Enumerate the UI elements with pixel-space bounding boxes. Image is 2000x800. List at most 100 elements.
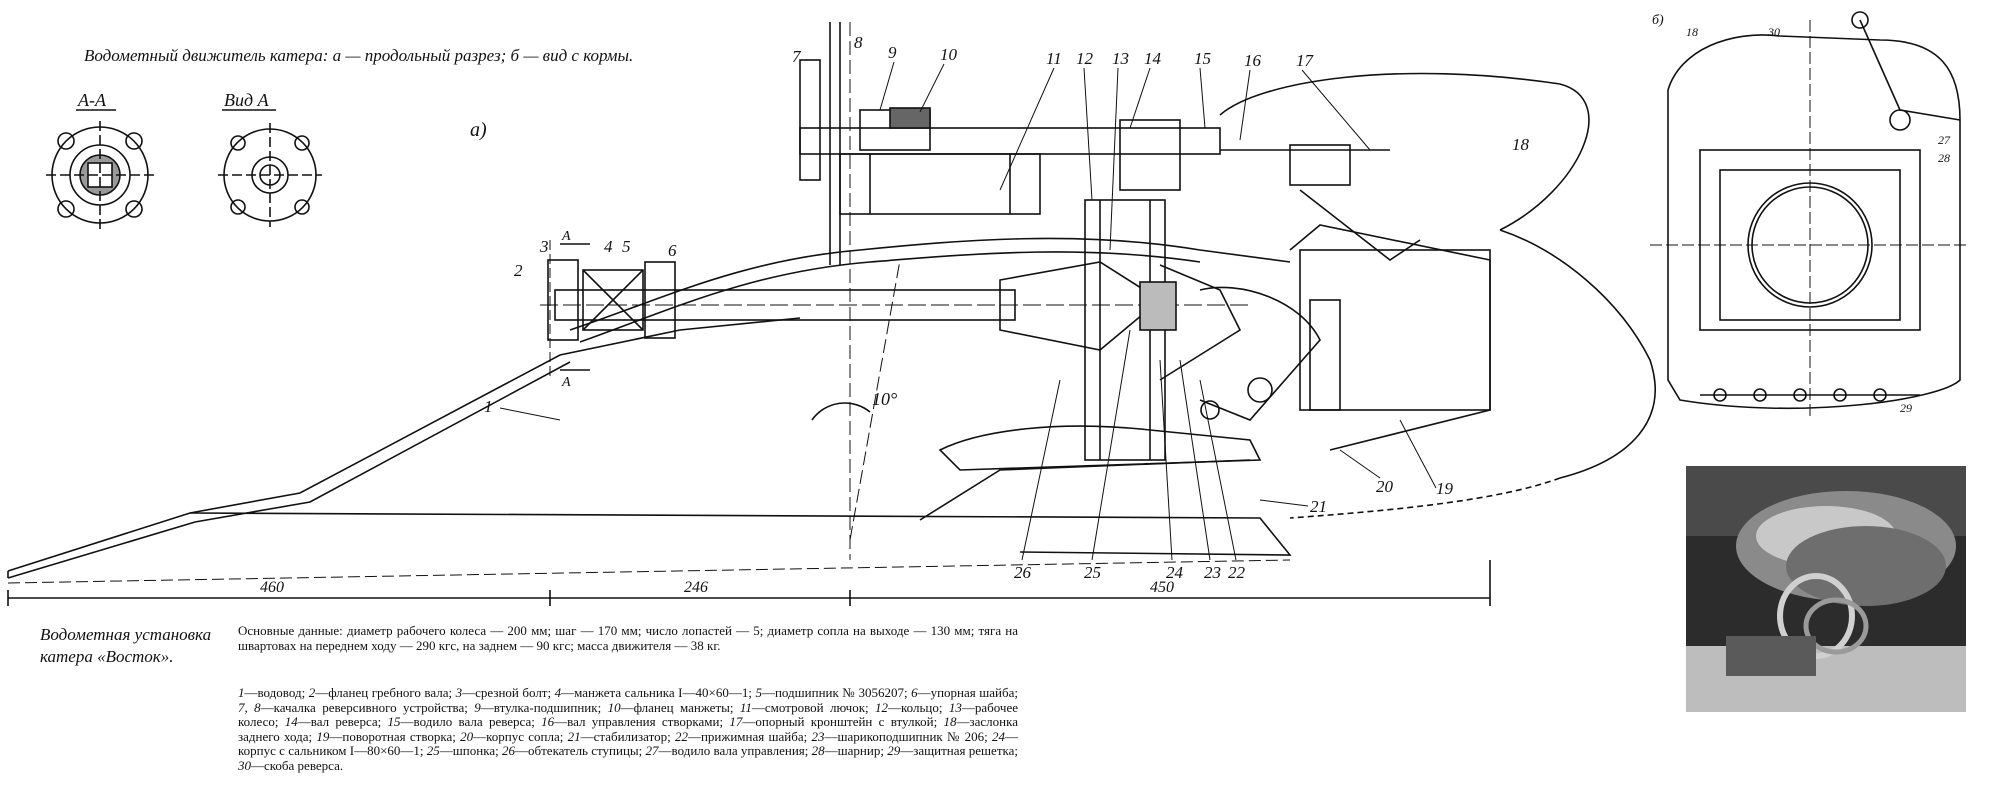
callout-4: 4 xyxy=(604,237,613,256)
svg-text:А: А xyxy=(561,229,571,244)
propeller-shaft xyxy=(540,259,1250,341)
legend-item-text: —рабочее колесо; xyxy=(238,699,1019,729)
legend-item: 17—опорный кронштейн с втулкой; xyxy=(729,714,943,729)
legend-item-number: 23 xyxy=(811,728,825,744)
legend-item: 13—рабочее колесо; xyxy=(238,700,1018,730)
callout-9: 9 xyxy=(879,43,897,111)
legend-item: 23—шарикоподшипник № 206; xyxy=(811,729,992,744)
legend-item-number: 20 xyxy=(460,728,474,744)
legend-item-number: 30 xyxy=(238,757,251,773)
legend-item-text: —вал реверса; xyxy=(297,714,388,729)
specs-text: Основные данные: диаметр рабочего колеса… xyxy=(238,623,1018,653)
legend-item-number: 12 xyxy=(875,699,889,715)
legend-item-number: 7, 8 xyxy=(238,699,261,715)
callout-8: 8 xyxy=(854,33,863,52)
legend-item-number: 5 xyxy=(755,685,762,700)
svg-text:11: 11 xyxy=(1046,49,1062,68)
legend-item-text: —срезной болт; xyxy=(462,685,555,700)
callout-13: 13 xyxy=(1109,49,1129,251)
legend-item-number: 27 xyxy=(645,743,659,758)
callout-26: 26 xyxy=(1014,379,1061,582)
callout-12: 12 xyxy=(1076,49,1094,201)
legend-item-text: —опорный кронштейн с втулкой; xyxy=(742,714,944,729)
legend-item-number: 2 xyxy=(308,685,316,700)
callout-5: 5 xyxy=(622,237,631,256)
legend-item: 12—кольцо; xyxy=(875,700,949,715)
section-aa-view: А-А xyxy=(46,90,154,229)
svg-text:3: 3 xyxy=(539,237,549,256)
svg-text:9: 9 xyxy=(888,43,897,62)
legend-item: 14—вал реверса; xyxy=(285,714,388,729)
legend-item-text: —фланец гребного вала; xyxy=(315,685,456,700)
dimension-460: 460 xyxy=(260,579,284,596)
svg-text:16: 16 xyxy=(1244,51,1262,70)
legend-item-text: —стабилизатор; xyxy=(580,728,675,744)
section-marker: А А xyxy=(549,229,590,390)
callout-21: 21 xyxy=(1259,497,1327,516)
legend-item-number: 22 xyxy=(674,728,688,744)
rear-view: б) 18 30 27 28 29 xyxy=(1650,11,1970,420)
legend-item-text: —корпус с сальником I—80×60—1; xyxy=(238,728,1018,758)
legend-item-number: 21 xyxy=(567,728,581,744)
svg-text:15: 15 xyxy=(1194,49,1211,68)
legend-item-text: —шарикоподшипник № 206; xyxy=(824,728,992,744)
legend-item-text: —подшипник № 3056207; xyxy=(761,685,912,700)
svg-text:14: 14 xyxy=(1144,49,1162,68)
nozzle-photo xyxy=(1686,466,1966,712)
legend-item: 18—заслонка заднего хода; xyxy=(238,714,1018,744)
legend-item-text: —заслонка заднего хода; xyxy=(238,714,1018,744)
callout-25: 25 xyxy=(1084,329,1131,582)
rear-callout-29: 29 xyxy=(1900,401,1912,415)
callout-22: 22 xyxy=(1199,379,1246,582)
view-a: Вид А xyxy=(218,90,322,227)
dimension-246: 246 xyxy=(684,579,708,596)
svg-text:20: 20 xyxy=(1376,477,1394,496)
svg-text:2: 2 xyxy=(514,261,523,280)
legend-item: 6—упорная шайба; xyxy=(911,685,1018,700)
nozzle-body xyxy=(1199,224,1491,451)
legend-item-text: —поворотная створка; xyxy=(329,728,461,744)
dimension-450: 450 xyxy=(1150,579,1174,596)
legend-item-text: —водило вала реверса; xyxy=(400,714,542,729)
angle-indicator: 10° xyxy=(811,22,901,560)
legend-item-number: 1 xyxy=(238,685,245,700)
legend-item: 27—водило вала управления; xyxy=(646,743,812,758)
rear-callout-27: 27 xyxy=(1938,133,1951,147)
legend-item-number: 11 xyxy=(739,699,752,715)
legend-item-text: —прижимная шайба; xyxy=(687,728,812,744)
dimension-line: 460 246 450 xyxy=(7,560,1491,606)
legend-item-text: —смотровой лючок; xyxy=(751,699,876,715)
legend-item-number: 29 xyxy=(887,743,901,758)
svg-text:18: 18 xyxy=(1512,135,1530,154)
legend-item-number: 3 xyxy=(455,685,463,700)
legend-item: 15—водило вала реверса; xyxy=(388,714,542,729)
svg-text:26: 26 xyxy=(1014,563,1032,582)
legend-item: 1—водовод; xyxy=(238,685,309,700)
legend-item-number: 18 xyxy=(943,714,957,729)
svg-text:А-А: А-А xyxy=(77,90,107,110)
impeller-housing xyxy=(999,199,1242,461)
callout-10: 10 xyxy=(919,45,958,113)
view-b-label: б) xyxy=(1652,13,1664,28)
reverse-flap xyxy=(1219,72,1656,519)
callout-16: 16 xyxy=(1239,51,1262,141)
legend-item-text: —кольцо; xyxy=(888,699,949,715)
callout-1: 1 xyxy=(484,397,561,421)
legend-item-number: 14 xyxy=(284,714,298,729)
callout-3: 3 xyxy=(539,237,549,256)
svg-text:7: 7 xyxy=(792,47,802,66)
callout-11: 11 xyxy=(999,49,1062,191)
legend-item-text: —обтекатель ступицы; xyxy=(515,743,646,758)
rear-callout-18: 18 xyxy=(1686,25,1698,39)
svg-text:13: 13 xyxy=(1112,49,1129,68)
svg-text:19: 19 xyxy=(1436,479,1454,498)
legend-item: 10—фланец манжеты; xyxy=(608,700,740,715)
legend-item: 4—манжета сальника I—40×60—1; xyxy=(555,685,756,700)
svg-text:25: 25 xyxy=(1084,563,1101,582)
legend-item-text: —вал управления створками; xyxy=(554,714,730,729)
callout-19: 19 xyxy=(1399,419,1454,498)
legend-item-text: —корпус сопла; xyxy=(473,728,568,744)
callout-7: 7 xyxy=(792,47,802,66)
legend-item-number: 19 xyxy=(316,728,330,744)
